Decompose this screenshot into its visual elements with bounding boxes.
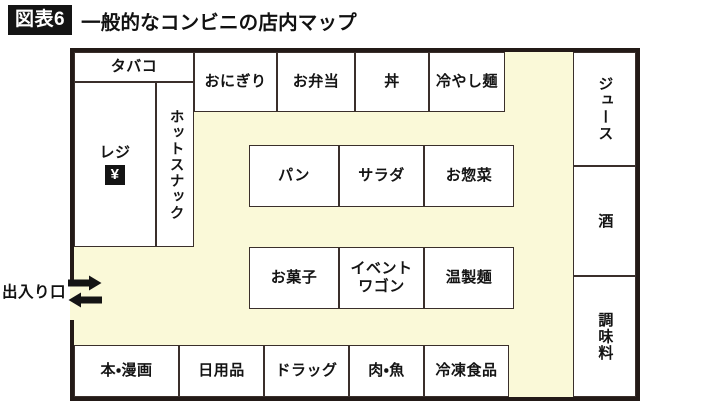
page-header: 図表6 一般的なコンビニの店内マップ — [0, 0, 710, 40]
shelf-label: お惣菜 — [445, 167, 493, 185]
register-label-stack: レジ ¥ — [99, 144, 130, 185]
shelf-label: 酒 — [596, 212, 614, 230]
shelf-books-manga[interactable]: 本・漫画 — [74, 345, 179, 397]
shelf-meat-fish[interactable]: 肉・魚 — [349, 345, 424, 397]
shelf-warm-noodle[interactable]: 温製麺 — [424, 247, 514, 309]
shelf-label: パン — [278, 167, 310, 185]
store-map-frame: タバコ レジ ¥ ホットスナック おにぎり お弁当 丼 冷やし麺 ジュース 酒 … — [70, 48, 640, 401]
entrance-label: 出入り口 — [2, 284, 67, 301]
shelf-label: 冷やし麺 — [435, 73, 498, 91]
shelf-label: 肉・魚 — [368, 362, 405, 380]
shelf-label: サラダ — [358, 167, 405, 185]
shelf-sake[interactable]: 酒 — [573, 166, 636, 276]
shelf-label: 日用品 — [198, 362, 245, 380]
arrow-left-icon — [68, 292, 103, 307]
arrow-right-icon — [68, 275, 102, 290]
shelf-juice[interactable]: ジュース — [573, 52, 636, 166]
shelf-obento[interactable]: お弁当 — [277, 52, 355, 112]
shelf-label: ジュース — [596, 76, 614, 142]
shelf-hot-snack[interactable]: ホットスナック — [156, 82, 194, 247]
shelf-label-line2: ワゴン — [358, 278, 405, 295]
shelf-label: 丼 — [384, 73, 400, 91]
shelf-label: ホットスナック — [167, 108, 184, 221]
shelf-label: 調味料 — [596, 311, 614, 362]
shelf-tobacco[interactable]: タバコ — [74, 52, 194, 82]
page-title: 一般的なコンビニの店内マップ — [81, 11, 357, 34]
shelf-event-wagon[interactable]: イベント ワゴン — [339, 247, 424, 309]
shelf-onigiri[interactable]: おにぎり — [194, 52, 277, 112]
shelf-donburi[interactable]: 丼 — [355, 52, 429, 112]
shelf-salad[interactable]: サラダ — [339, 145, 424, 207]
shelf-bread[interactable]: パン — [249, 145, 339, 207]
shelf-label: お菓子 — [270, 269, 318, 287]
shelf-register[interactable]: レジ ¥ — [74, 82, 156, 247]
yen-icon: ¥ — [104, 164, 125, 185]
shelf-label-line1: イベント — [350, 259, 413, 277]
shelf-seasoning[interactable]: 調味料 — [573, 276, 636, 397]
shelf-label: イベント ワゴン — [350, 260, 412, 297]
shelf-label: お弁当 — [292, 73, 340, 91]
shelf-label: ドラッグ — [275, 362, 338, 380]
entrance-marker: 出入り口 — [2, 272, 112, 310]
shelf-label: 冷凍食品 — [435, 362, 498, 380]
shelf-label: おにぎり — [204, 73, 267, 91]
shelf-deli[interactable]: お惣菜 — [424, 145, 514, 207]
figure-number-tag: 図表6 — [8, 5, 73, 35]
shelf-label: 本・漫画 — [100, 362, 153, 380]
entrance-arrow-group — [68, 275, 103, 308]
shelf-drug[interactable]: ドラッグ — [264, 345, 349, 397]
shelf-daily-goods[interactable]: 日用品 — [179, 345, 264, 397]
shelf-label: 温製麺 — [445, 269, 493, 287]
shelf-snacks[interactable]: お菓子 — [249, 247, 339, 309]
register-label: レジ — [99, 144, 131, 162]
shelf-frozen-food[interactable]: 冷凍食品 — [424, 345, 509, 397]
shelf-cold-noodle[interactable]: 冷やし麺 — [429, 52, 505, 112]
shelf-label: タバコ — [110, 58, 158, 76]
